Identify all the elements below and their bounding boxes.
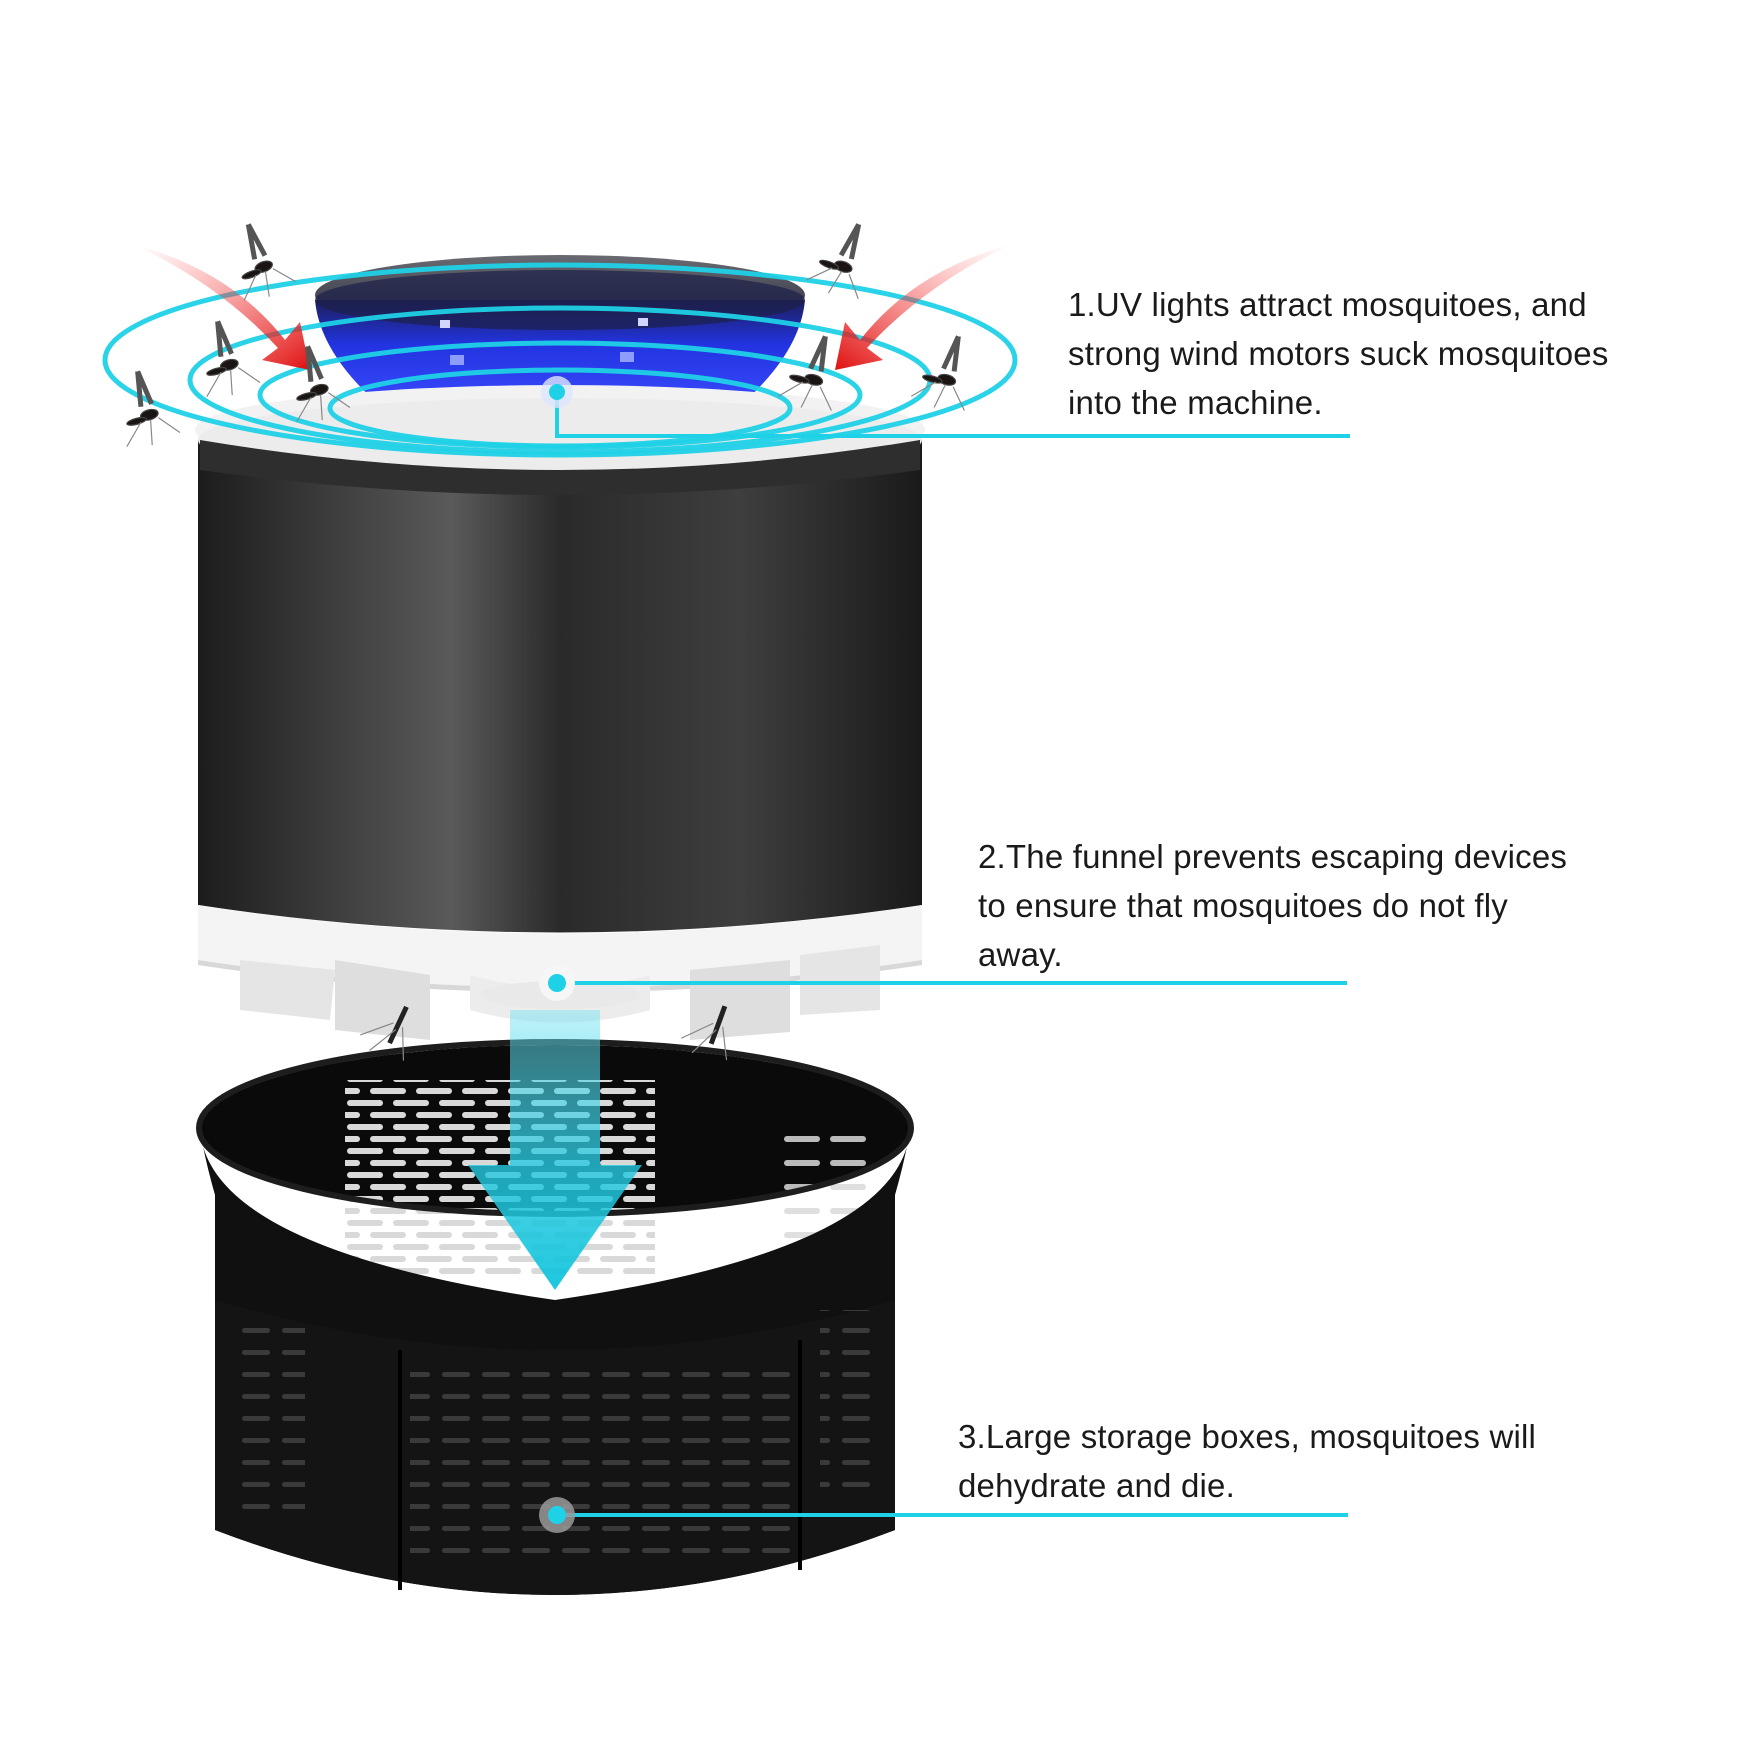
red-curved-arrow-icon (835, 245, 1010, 370)
mosquito-icon (681, 1005, 728, 1061)
mosquito-icon (806, 223, 862, 299)
suction-rings (102, 262, 1018, 458)
callout-dot-icon (549, 384, 565, 400)
callout-line: to ensure that mosquitoes do not fly (978, 887, 1509, 924)
mosquito-icon (296, 345, 351, 423)
callout-leader-2 (539, 965, 1347, 1001)
callout-dot-icon (548, 974, 566, 992)
callout-line: dehydrate and die. (958, 1467, 1235, 1504)
mosquito-icon (910, 335, 965, 411)
mosquitoes (126, 223, 965, 1061)
callout-3-text: 3.Large storage boxes, mosquitoes will d… (958, 1412, 1536, 1510)
callout-line: 2.The funnel prevents escaping devices (978, 838, 1568, 875)
main-body (198, 398, 922, 933)
callout-line: strong wind motors suck mosquitoes (1068, 335, 1609, 372)
callout-line: away. (978, 936, 1063, 973)
callout-2-text: 2.The funnel prevents escaping devices t… (978, 832, 1567, 979)
callout-line: 1.UV lights attract mosquitoes, and (1068, 286, 1587, 323)
callout-leader-1 (541, 376, 1350, 438)
mosquito-icon (241, 223, 297, 301)
callout-leader-3 (539, 1497, 1348, 1533)
callout-line: 3.Large storage boxes, mosquitoes will (958, 1418, 1537, 1455)
callout-1-text: 1.UV lights attract mosquitoes, and stro… (1068, 280, 1609, 427)
uv-light-top (315, 255, 805, 410)
red-curved-arrow-icon (135, 245, 310, 370)
mosquito-icon (126, 370, 181, 448)
mosquito-icon (206, 320, 261, 398)
mosquito-icon (777, 335, 832, 411)
mosquito-icon (360, 1005, 409, 1061)
cyan-down-arrow-icon (468, 1010, 642, 1290)
callout-dot-icon (548, 1506, 566, 1524)
callout-line: into the machine. (1068, 384, 1323, 421)
storage-basket (196, 1039, 914, 1595)
